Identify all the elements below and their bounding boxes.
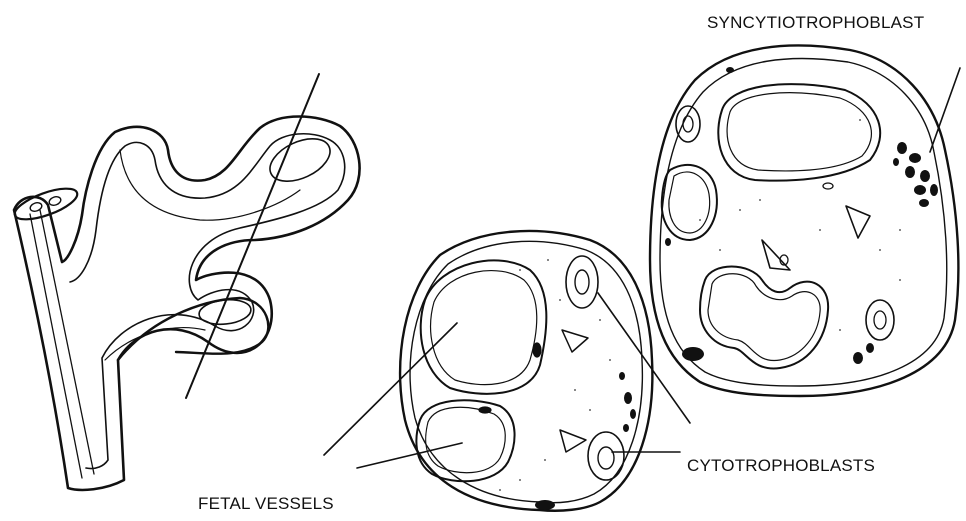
section-outer-membrane bbox=[400, 231, 652, 511]
fetal-vessel-lobed-inner bbox=[708, 274, 820, 361]
cytotrophoblast-nucleus bbox=[575, 270, 589, 294]
cytotrophoblast-cell bbox=[866, 300, 894, 340]
stroma-stipple bbox=[699, 119, 901, 331]
stem-tube-line bbox=[40, 210, 94, 474]
cytotrophoblast-nucleus bbox=[598, 447, 614, 469]
endothelial-nucleus bbox=[479, 407, 491, 413]
cytotrophoblast-cell bbox=[588, 432, 624, 480]
cytotrophoblast-nucleus bbox=[683, 116, 693, 132]
stem-lumen bbox=[29, 201, 43, 213]
leader-syncytiotrophoblast bbox=[930, 68, 960, 152]
fetal-vessel-left-inner bbox=[669, 172, 710, 233]
villus-branch-lower bbox=[118, 298, 268, 360]
stromal-cell bbox=[560, 430, 586, 452]
fetal-vessel-large-inner bbox=[431, 271, 537, 385]
fetal-vessel-lobed bbox=[700, 267, 828, 369]
label-cytotrophoblasts: CYTOTROPHOBLASTS bbox=[687, 456, 875, 476]
cytotrophoblast-cell bbox=[676, 106, 700, 142]
cytotrophoblast-nucleus bbox=[874, 311, 886, 329]
stem-lumen bbox=[48, 195, 62, 207]
endothelial-nucleus bbox=[823, 183, 833, 189]
villus-tree bbox=[11, 74, 359, 490]
cross-section-large bbox=[650, 45, 958, 396]
stem-tube-line bbox=[30, 214, 82, 478]
syncytial-knot bbox=[665, 67, 938, 364]
endothelial-nucleus bbox=[533, 343, 541, 357]
fetal-vessel-large bbox=[421, 260, 547, 393]
leader-lines bbox=[324, 68, 960, 468]
cross-section-small bbox=[400, 231, 652, 511]
leader-fetal-vessels-lower bbox=[357, 443, 462, 468]
villus-inner-outline bbox=[70, 134, 345, 469]
stromal-cell bbox=[846, 206, 870, 238]
fetal-vessel-upper-inner bbox=[727, 93, 871, 171]
label-syncytiotrophoblast: SYNCYTIOTROPHOBLAST bbox=[707, 13, 924, 33]
villus-outer-outline bbox=[14, 117, 360, 490]
fetal-vessel-lower-inner bbox=[426, 407, 506, 472]
leader-fetal-vessels-upper bbox=[324, 323, 457, 455]
fetal-vessel-left bbox=[662, 165, 717, 240]
section-outer-membrane bbox=[650, 45, 958, 396]
stroma-stipple bbox=[499, 259, 611, 491]
stromal-cell bbox=[562, 330, 588, 352]
label-fetal-vessels: FETAL VESSELS bbox=[198, 494, 334, 514]
fetal-vessel-upper bbox=[718, 84, 880, 181]
section-inner-membrane bbox=[660, 58, 947, 386]
cytotrophoblast-cell bbox=[566, 256, 598, 308]
